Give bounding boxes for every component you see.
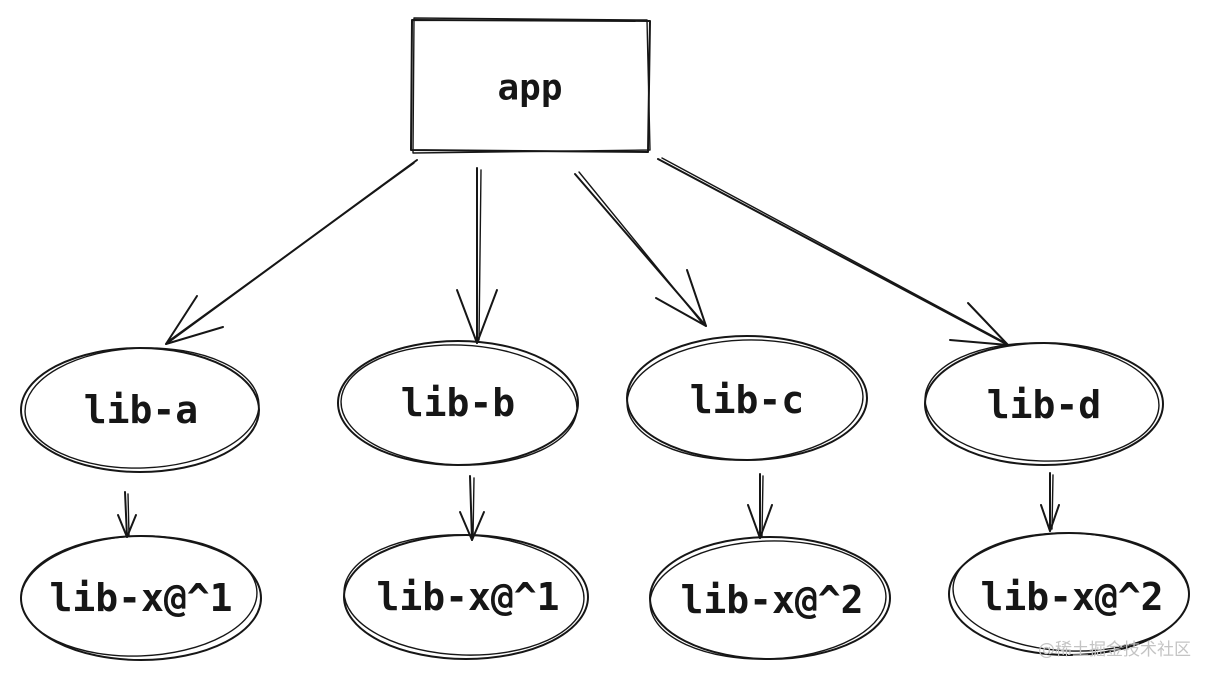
- lib-c-node: lib-c: [626, 335, 868, 461]
- lib-x-c-label: lib-x@^2: [680, 578, 863, 622]
- edge-lib-b-lib-x: [459, 475, 485, 541]
- edge-lib-c-lib-x: [747, 473, 773, 539]
- lib-x-b-label: lib-x@^1: [376, 575, 559, 619]
- lib-d-node: lib-d: [924, 342, 1164, 466]
- app-node: app: [410, 17, 651, 154]
- app-label: app: [497, 68, 562, 109]
- lib-x-a-label: lib-x@^1: [49, 576, 232, 620]
- edge-app-lib-c: [574, 171, 707, 327]
- lib-x-a-node: lib-x@^1: [20, 535, 262, 661]
- lib-x-d-node: lib-x@^2: [948, 532, 1190, 656]
- lib-b-node: lib-b: [337, 340, 579, 466]
- lib-b-label: lib-b: [401, 381, 515, 425]
- edge-lib-a-lib-x: [117, 491, 137, 538]
- lib-a-node: lib-a: [20, 347, 260, 473]
- lib-c-label: lib-c: [690, 378, 804, 422]
- lib-x-b-node: lib-x@^1: [343, 534, 589, 660]
- lib-x-d-label: lib-x@^2: [980, 575, 1163, 619]
- lib-x-c-node: lib-x@^2: [649, 536, 891, 660]
- lib-a-label: lib-a: [84, 388, 198, 432]
- edge-app-lib-d: [657, 157, 1009, 346]
- edge-app-lib-a: [165, 159, 418, 345]
- edge-lib-d-lib-x: [1040, 472, 1060, 532]
- watermark: @稀土掘金技术社区: [1038, 640, 1191, 660]
- edge-app-lib-b: [456, 167, 498, 344]
- lib-d-label: lib-d: [987, 383, 1101, 427]
